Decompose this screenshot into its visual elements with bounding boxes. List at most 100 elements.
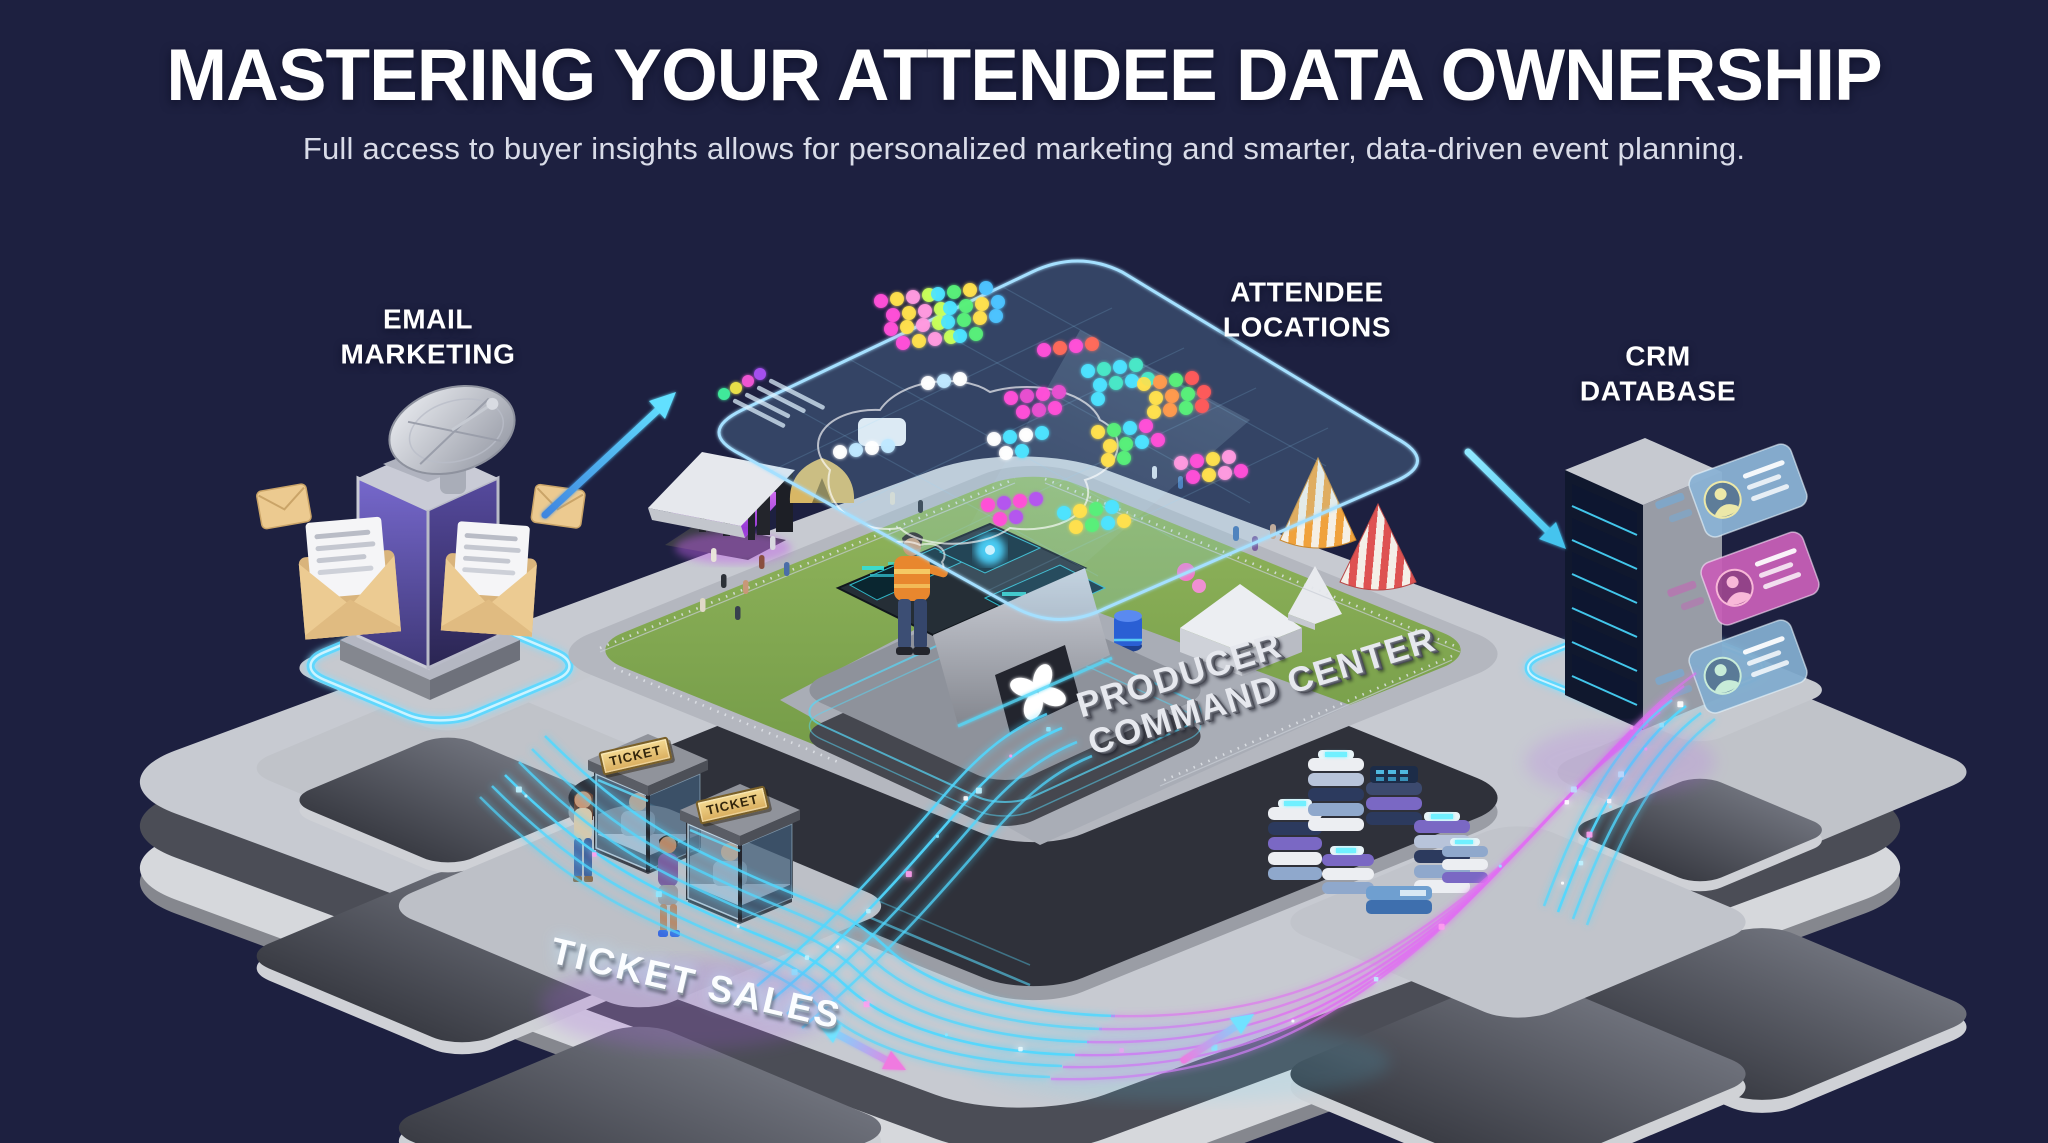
attendee-dot	[1107, 423, 1121, 437]
attendee-dot	[902, 306, 916, 320]
arrow-email-to-map	[541, 392, 676, 519]
attendee-dot	[953, 372, 967, 386]
crm-contact-card	[1667, 531, 1820, 626]
legend-dot	[718, 388, 730, 400]
attendee-dot	[1069, 339, 1083, 353]
attendee-dot	[989, 309, 1003, 323]
attendee-dot	[1165, 389, 1179, 403]
flow-arrows	[541, 392, 1566, 1070]
hologram-legend-dots	[718, 368, 766, 400]
page-header: MASTERING YOUR ATTENDEE DATA OWNERSHIP F…	[0, 34, 2048, 167]
stream-particle	[1606, 798, 1612, 804]
stream-particle	[1561, 881, 1565, 885]
data-stack-tower	[1442, 838, 1488, 883]
attendee-dot	[1029, 492, 1043, 506]
legend-label-bar	[756, 385, 806, 413]
arrow-bidirectional	[818, 1024, 906, 1070]
stream-particle	[836, 945, 840, 949]
stream-particle	[524, 794, 528, 798]
attendee-dot	[1073, 504, 1087, 518]
label-attendee-locations: ATTENDEE LOCATIONS	[1222, 276, 1392, 343]
attendee-dot	[1119, 437, 1133, 451]
arrow-to-crm-side	[1180, 1014, 1254, 1064]
legend-label-bar	[732, 398, 786, 428]
attendee-dot	[953, 329, 967, 343]
attendee-dot	[1035, 426, 1049, 440]
attendee-dot	[1016, 405, 1030, 419]
attendee-dot	[1069, 520, 1083, 534]
crm-contact-card	[1655, 619, 1808, 714]
stream-particle	[1438, 923, 1445, 930]
attendee-dot	[1123, 421, 1137, 435]
stream-particle	[1291, 1019, 1295, 1023]
arrow-map-to-crm	[1464, 448, 1566, 549]
attendee-dot	[1057, 506, 1071, 520]
stream-particle	[866, 908, 871, 914]
attendee-dot	[1091, 425, 1105, 439]
stream-particle	[1677, 701, 1684, 708]
attendee-dot	[884, 322, 898, 336]
attendee-dot	[973, 311, 987, 325]
stream-particle	[905, 871, 912, 878]
attendee-dot	[1149, 391, 1163, 405]
stream-particle	[1009, 754, 1013, 758]
page-subtitle: Full access to buyer insights allows for…	[302, 131, 1746, 166]
attendee-dot	[1085, 337, 1099, 351]
attendee-dot	[1109, 376, 1123, 390]
stream-particle	[655, 891, 662, 898]
attendee-dot	[1125, 374, 1139, 388]
attendee-dot	[1179, 401, 1193, 415]
attendee-dot	[943, 301, 957, 315]
stream-particle	[515, 786, 522, 793]
attendee-dot	[947, 285, 961, 299]
attendee-dot	[969, 327, 983, 341]
attendee-dot	[1052, 385, 1066, 399]
attendee-dot	[1103, 439, 1117, 453]
attendee-dot	[1093, 378, 1107, 392]
crm-server-tower	[1565, 438, 1722, 730]
data-stack-tower	[1308, 750, 1364, 831]
crm-contact-cards	[1655, 443, 1820, 714]
attendee-dot	[1101, 516, 1115, 530]
attendee-dot	[1113, 360, 1127, 374]
attendee-dot	[1206, 452, 1220, 466]
data-stack-tower	[1322, 846, 1374, 894]
attendee-dot	[1117, 514, 1131, 528]
data-stack-tower	[1366, 886, 1432, 914]
attendee-dot	[1037, 343, 1051, 357]
attendee-dot	[1222, 450, 1236, 464]
stream-particle	[975, 787, 982, 794]
attendee-dot	[1174, 456, 1188, 470]
attendee-dot	[1202, 468, 1216, 482]
legend-dot	[730, 382, 742, 394]
stream-particle	[863, 1001, 870, 1008]
crm-contact-card	[1655, 443, 1808, 538]
attendee-dot	[833, 445, 847, 459]
stream-particle	[592, 852, 597, 857]
attendee-dot	[1197, 385, 1211, 399]
attendee-dot	[1019, 428, 1033, 442]
attendee-dot	[979, 281, 993, 295]
attendee-dot	[1153, 375, 1167, 389]
attendee-dot	[1015, 444, 1029, 458]
stream-particle	[944, 1033, 948, 1037]
attendee-dot	[1003, 430, 1017, 444]
attendee-dot	[1163, 403, 1177, 417]
attendee-dot	[849, 443, 863, 457]
attendee-dot	[931, 287, 945, 301]
stream-particle	[1046, 726, 1051, 732]
hologram-dot-clusters	[833, 281, 1248, 534]
attendee-dot	[1139, 419, 1153, 433]
attendee-dot	[900, 320, 914, 334]
data-stack-tower	[1366, 766, 1422, 825]
stream-particle	[1578, 860, 1584, 866]
stream-particle	[935, 834, 939, 838]
attendee-dot	[991, 295, 1005, 309]
attendee-dot	[1004, 391, 1018, 405]
attendee-dot	[999, 446, 1013, 460]
attendee-dot	[1032, 403, 1046, 417]
label-crm-database: CRM DATABASE	[1579, 340, 1737, 407]
data-stack-podium	[1268, 750, 1746, 1143]
attendee-dot	[1190, 454, 1204, 468]
